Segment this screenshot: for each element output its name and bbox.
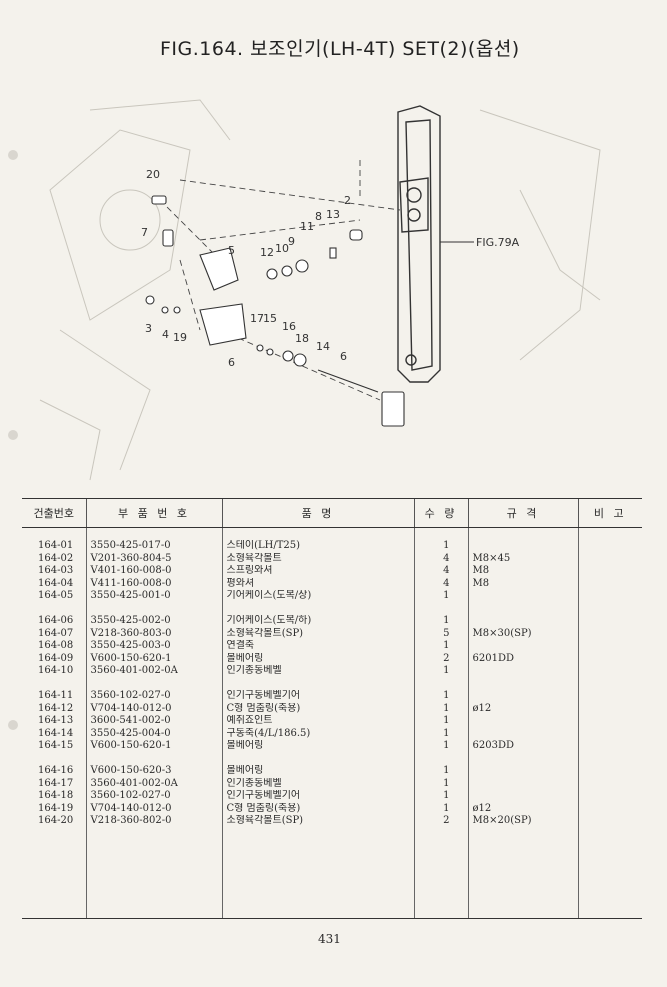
callout-6: 6 bbox=[228, 356, 235, 369]
callout-18: 14 bbox=[316, 340, 330, 353]
page-number: 431 bbox=[318, 932, 341, 946]
callout-15: 16 bbox=[282, 320, 296, 333]
callout-3: 4 bbox=[162, 328, 169, 341]
callout-10: 10 bbox=[275, 242, 289, 255]
fig-ref-label: FIG.79A bbox=[476, 236, 520, 249]
table-header-row: 건출번호 부 품 번 호 품 명 수 량 규 격 비 고 bbox=[22, 498, 642, 528]
callout-19: 17 bbox=[250, 312, 264, 325]
col-header-index: 건출번호 bbox=[22, 498, 86, 528]
page-title: FIG.164. 보조인기(LH-4T) SET(2)(옵션) bbox=[160, 38, 520, 60]
binder-hole bbox=[8, 150, 18, 160]
callout-16: 18 bbox=[295, 332, 309, 345]
callout-13: 2 bbox=[344, 194, 351, 207]
callout-8: 13 bbox=[326, 208, 340, 221]
callout-17: 15 bbox=[263, 312, 277, 325]
callout-11: 8 bbox=[315, 210, 322, 223]
exploded-parts-diagram: FIG.79A bbox=[0, 70, 667, 490]
col-header-remarks: 비 고 bbox=[577, 498, 642, 528]
callout-5: 5 bbox=[228, 244, 235, 257]
callout-4: 19 bbox=[173, 331, 187, 344]
binder-hole bbox=[8, 720, 18, 730]
binder-hole bbox=[8, 430, 18, 440]
callout-14: 6 bbox=[340, 350, 347, 363]
callout-9: 9 bbox=[288, 235, 295, 248]
col-header-quantity: 수 량 bbox=[413, 498, 468, 528]
callout-9b: 11 bbox=[300, 220, 314, 233]
col-header-part-name: 품 명 bbox=[221, 498, 414, 528]
callout-2: 3 bbox=[145, 322, 152, 335]
callout-20: 20 bbox=[146, 168, 160, 181]
callout-7: 7 bbox=[141, 226, 148, 239]
callout-12: 12 bbox=[260, 246, 274, 259]
parts-diagram-svg: FIG.79A bbox=[39, 99, 601, 481]
col-header-spec: 규 격 bbox=[467, 498, 578, 528]
col-header-part-number: 부 품 번 호 bbox=[85, 498, 222, 528]
